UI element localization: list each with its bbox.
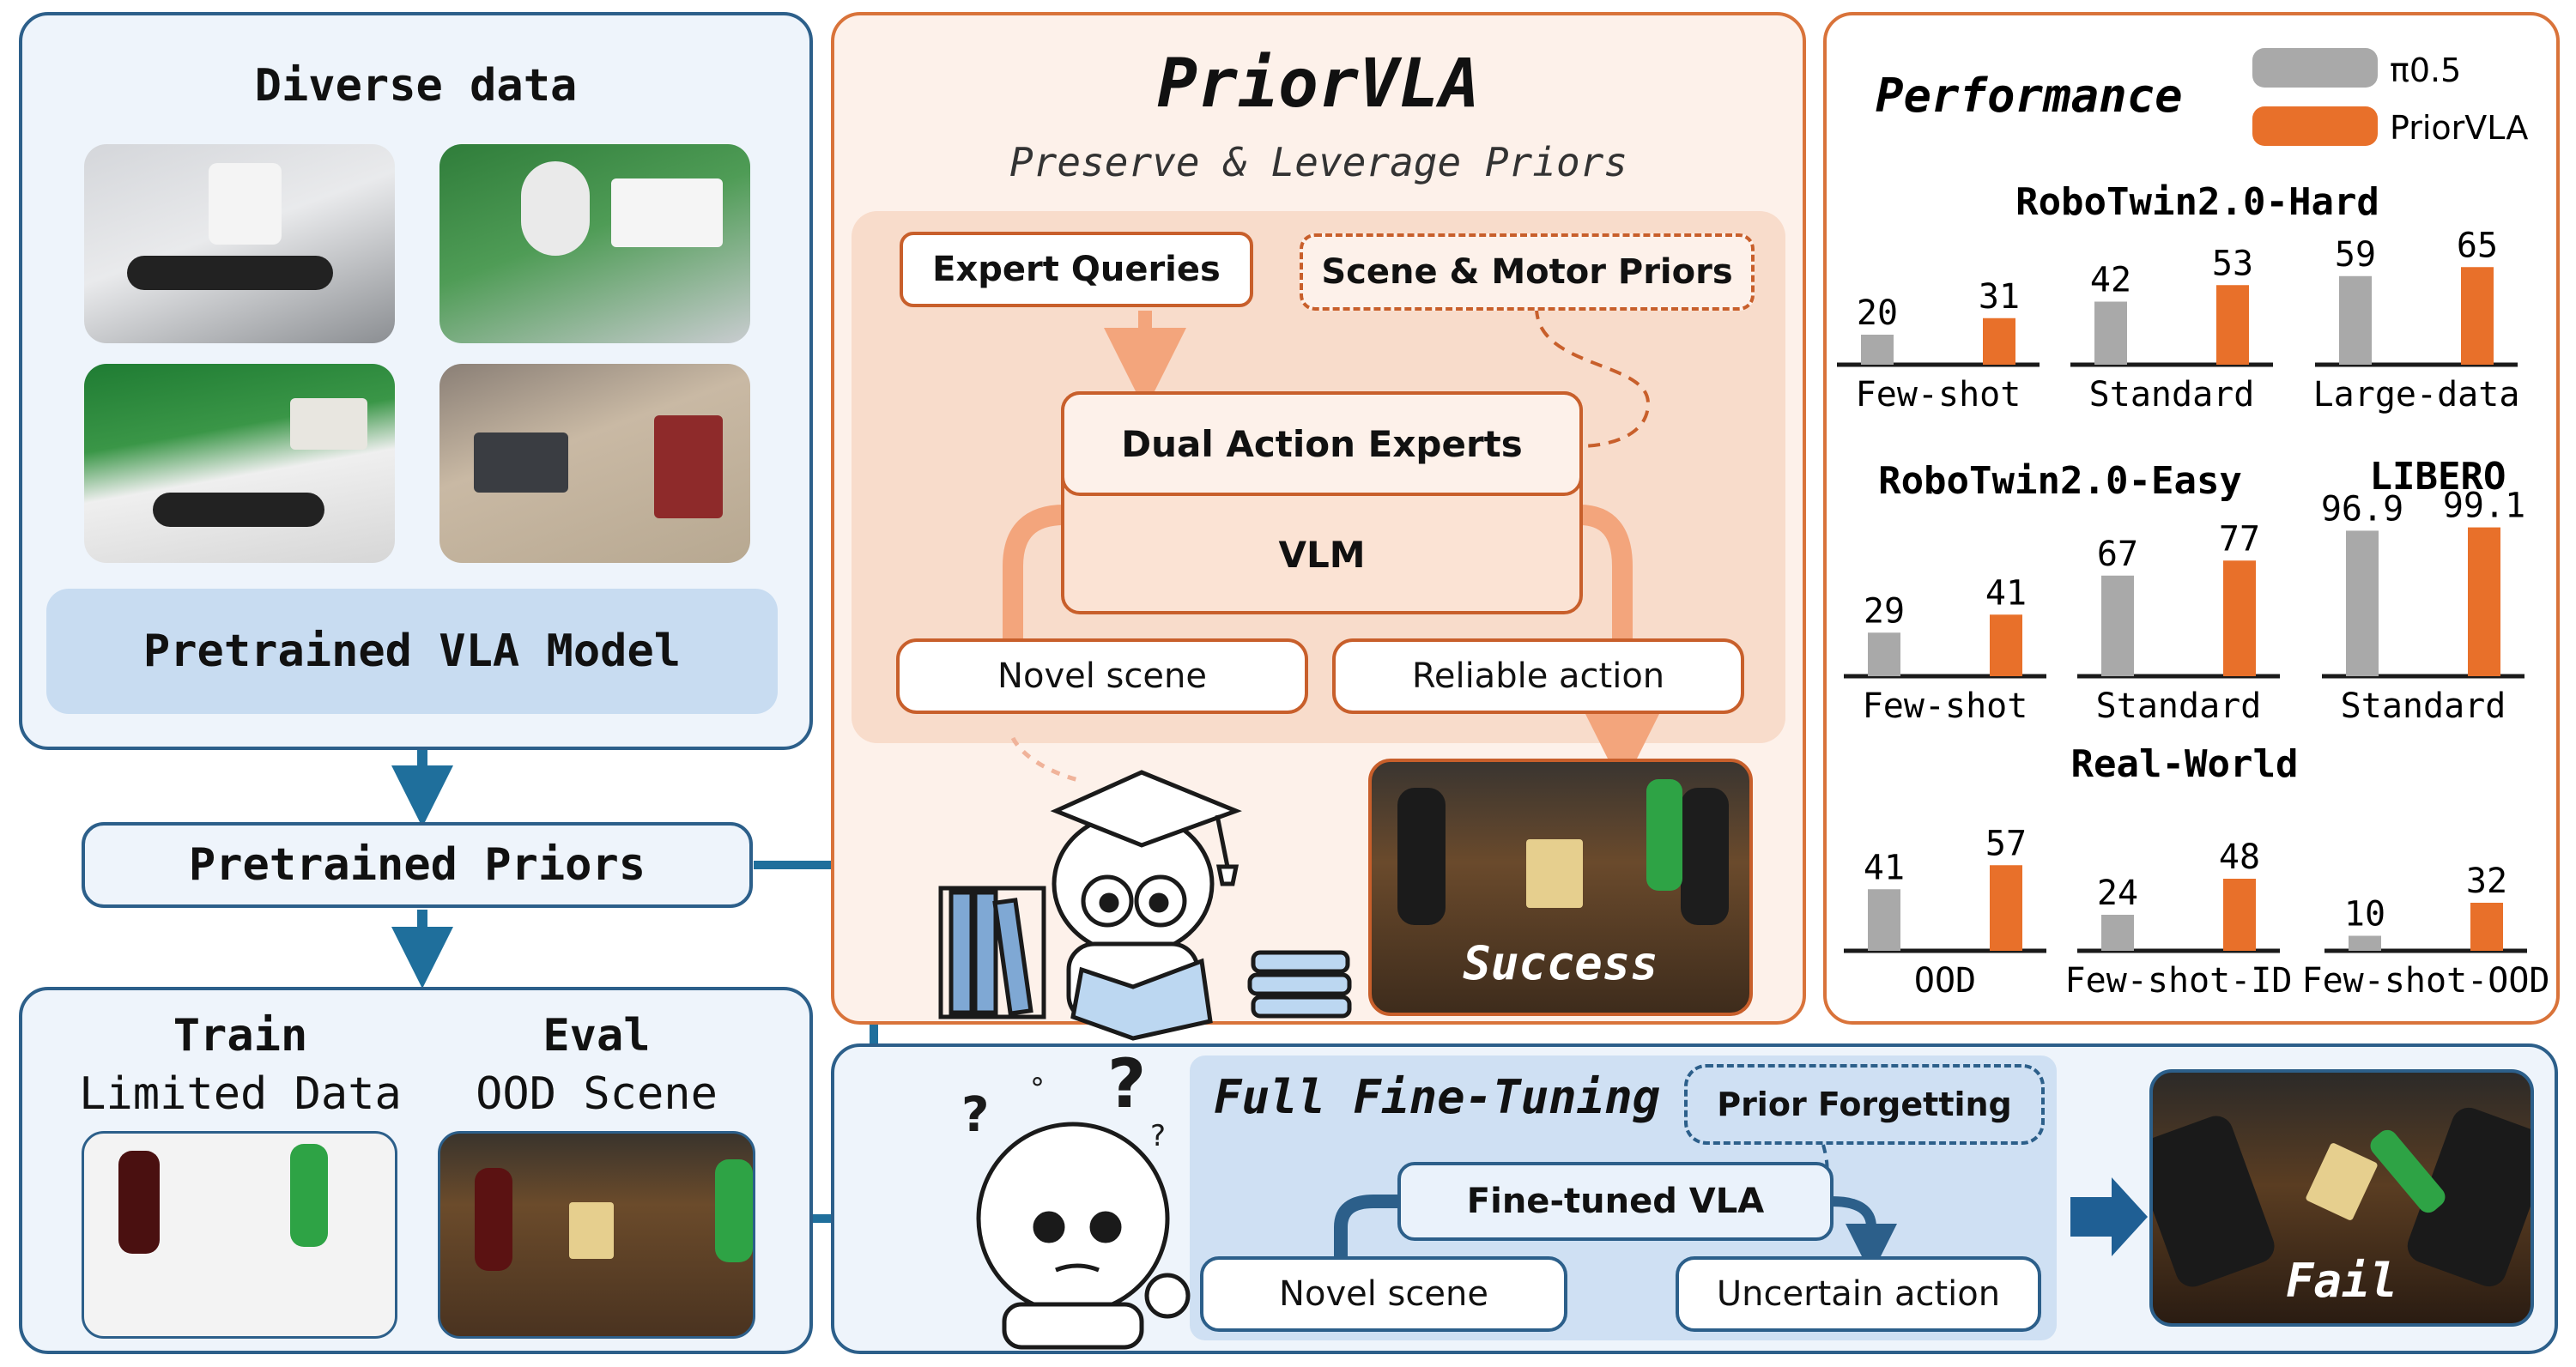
value-label-0-0-1: 31 — [1979, 277, 2020, 317]
bar-0-2-1 — [2461, 267, 2494, 365]
value-label-3-2-1: 32 — [2466, 862, 2507, 901]
value-label-3-0-0: 41 — [1864, 848, 1905, 887]
category-label-2-0: Standard — [2341, 687, 2506, 726]
bar-3-2-0 — [2349, 935, 2381, 951]
svg-text:?: ? — [1150, 1119, 1166, 1153]
train-photo — [82, 1131, 397, 1339]
fail-photo — [2149, 1069, 2534, 1327]
priorvla-title: PriorVLA — [1157, 45, 1480, 123]
value-label-3-2-0: 10 — [2344, 895, 2385, 935]
value-label-3-0-1: 57 — [1985, 824, 2027, 863]
full-finetuning-title: Full Fine-Tuning — [1214, 1069, 1661, 1124]
group-title-2: LIBERO — [2370, 455, 2506, 499]
value-label-3-1-1: 48 — [2219, 838, 2260, 877]
value-label-2-0-0: 96.9 — [2321, 489, 2403, 529]
finetuned-vla: Fine-tuned VLA — [1397, 1162, 1834, 1241]
category-label-3-1: Few-shot-ID — [2065, 961, 2293, 1001]
diverse-data-title: Diverse data — [254, 60, 578, 112]
bar-1-0-0 — [1868, 632, 1900, 676]
value-label-0-0-0: 20 — [1857, 293, 1898, 333]
center-novel-scene: Novel scene — [896, 638, 1308, 714]
value-label-0-2-0: 59 — [2335, 235, 2376, 275]
performance-panel — [1823, 12, 2560, 1025]
svg-text:°: ° — [1030, 1072, 1045, 1106]
category-label-0-0: Few-shot — [1856, 375, 2021, 414]
success-photo — [1368, 759, 1753, 1016]
data-photo-4 — [439, 364, 750, 563]
value-label-0-2-1: 65 — [2457, 226, 2498, 265]
svg-text:?: ? — [1107, 1046, 1146, 1123]
priorvla-subtitle: Preserve & Leverage Priors — [1009, 139, 1628, 185]
reliable-action: Reliable action — [1332, 638, 1744, 714]
bar-1-0-1 — [1990, 614, 2022, 676]
bar-3-0-0 — [1868, 889, 1900, 951]
eval-title: Eval — [542, 1010, 651, 1062]
train-title: Train — [173, 1010, 308, 1062]
bar-3-2-1 — [2470, 903, 2503, 951]
value-label-1-0-0: 29 — [1864, 591, 1905, 631]
group-title-3: Real-World — [2071, 742, 2299, 786]
bar-0-0-0 — [1861, 335, 1894, 365]
fail-label: Fail — [2285, 1253, 2398, 1308]
expert-queries: Expert Queries — [900, 232, 1253, 307]
dual-action-experts: Dual Action Experts — [1061, 391, 1583, 496]
value-label-1-0-1: 41 — [1985, 573, 2027, 613]
category-label-1-1: Standard — [2096, 687, 2262, 726]
data-photo-2 — [439, 144, 750, 343]
category-label-0-2: Large-data — [2313, 375, 2520, 414]
value-label-0-1-0: 42 — [2090, 261, 2131, 300]
bar-3-0-1 — [1990, 865, 2022, 951]
bar-3-1-1 — [2223, 879, 2256, 951]
value-label-1-1-1: 77 — [2219, 519, 2260, 559]
bar-2-0-1 — [2468, 527, 2500, 676]
scene-motor-priors: Scene & Motor Priors — [1300, 233, 1755, 311]
category-label-3-2: Few-shot-OOD — [2302, 961, 2550, 1001]
svg-text:?: ? — [961, 1087, 989, 1143]
legend-label-pi: π0.5 — [2390, 51, 2461, 89]
pretrained-priors: Pretrained Priors — [82, 822, 753, 908]
prior-forgetting: Prior Forgetting — [1684, 1064, 2045, 1145]
legend-swatch-pi — [2252, 48, 2378, 88]
bar-3-1-0 — [2101, 915, 2134, 951]
category-label-1-0: Few-shot — [1863, 687, 2028, 726]
pretrained-vla-model: Pretrained VLA Model — [46, 589, 778, 714]
bar-0-2-0 — [2339, 275, 2372, 365]
success-label: Success — [1463, 935, 1658, 990]
value-label-3-1-0: 24 — [2097, 874, 2138, 913]
data-photo-3 — [84, 364, 395, 563]
value-label-1-1-0: 67 — [2097, 535, 2138, 574]
vlm-label: VLM — [1278, 533, 1366, 576]
data-photo-1 — [84, 144, 395, 343]
category-label-3-0: OOD — [1914, 961, 1976, 1001]
bar-1-1-1 — [2223, 560, 2256, 676]
uncertain-action: Uncertain action — [1676, 1256, 2041, 1332]
eval-subtitle: OOD Scene — [476, 1068, 718, 1120]
legend-label-prior: PriorVLA — [2390, 109, 2528, 147]
chart-title: Performance — [1876, 69, 2183, 123]
value-label-2-0-1: 99.1 — [2443, 487, 2525, 526]
train-subtitle: Limited Data — [79, 1068, 402, 1120]
eval-photo — [438, 1131, 755, 1339]
value-label-0-1-1: 53 — [2212, 244, 2253, 283]
bottom-novel-scene: Novel scene — [1200, 1256, 1567, 1332]
bar-0-0-1 — [1983, 318, 2015, 365]
category-label-0-1: Standard — [2089, 375, 2255, 414]
bar-0-1-0 — [2094, 301, 2127, 365]
legend-swatch-prior — [2252, 106, 2378, 146]
bar-1-1-0 — [2101, 575, 2134, 676]
bar-0-1-1 — [2216, 285, 2249, 365]
group-title-1: RoboTwin2.0-Easy — [1878, 459, 2242, 503]
group-title-0: RoboTwin2.0-Hard — [2015, 180, 2379, 224]
bar-2-0-0 — [2346, 530, 2379, 676]
